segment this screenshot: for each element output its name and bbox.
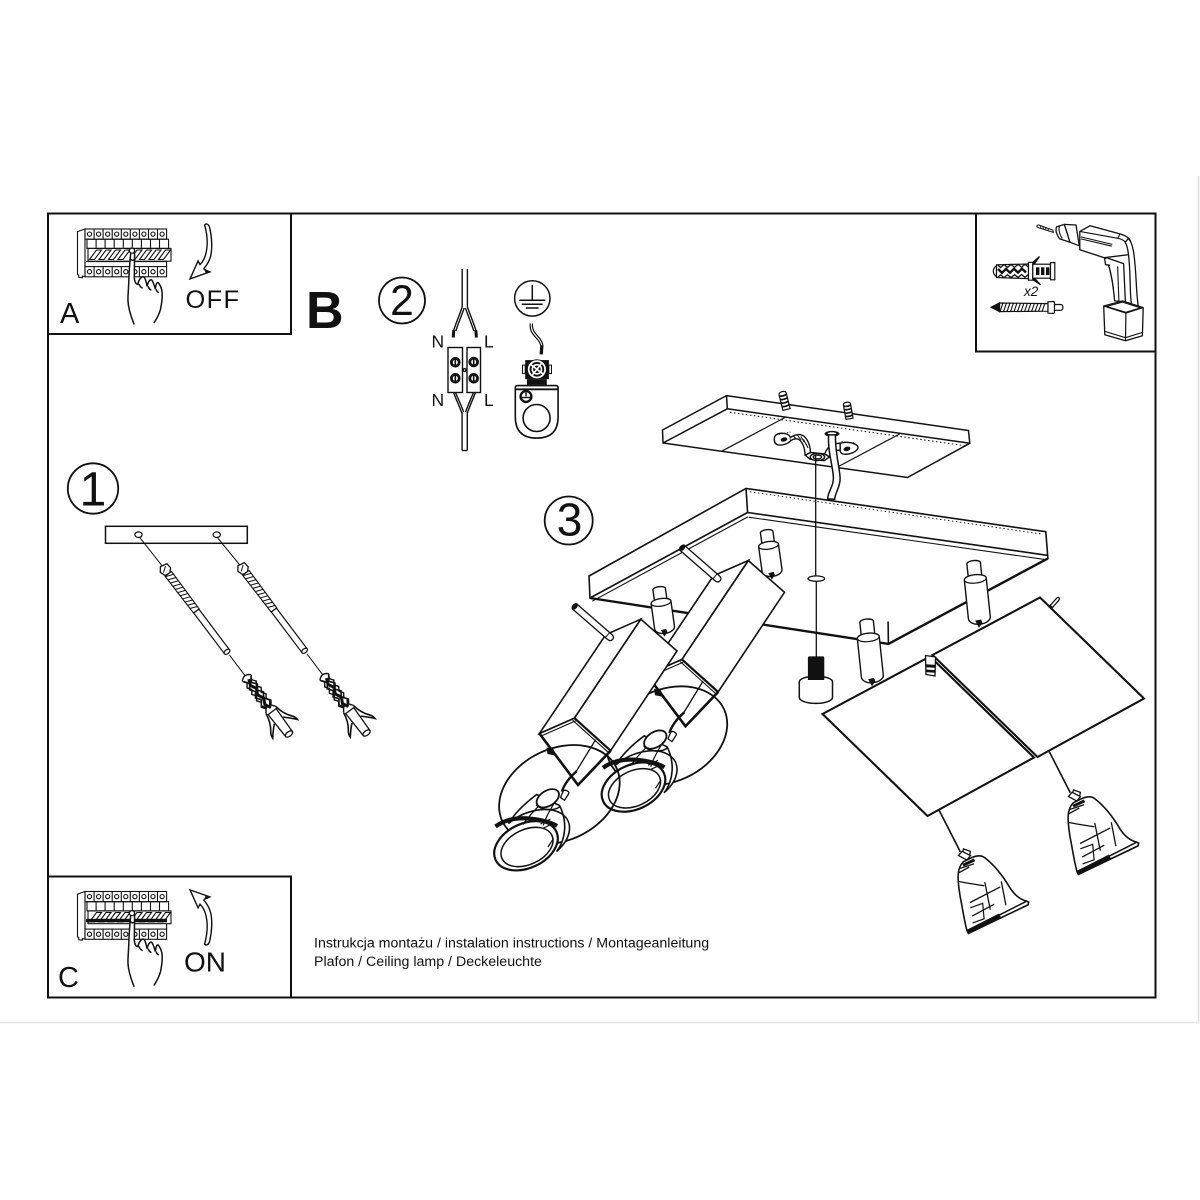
svg-text:1: 1	[80, 463, 107, 516]
svg-text:A: A	[60, 298, 80, 330]
svg-text:2: 2	[390, 278, 414, 325]
svg-text:3: 3	[557, 493, 583, 545]
svg-text:L: L	[484, 332, 494, 352]
svg-text:B: B	[306, 282, 344, 340]
svg-text:L: L	[484, 390, 494, 410]
svg-text:N: N	[432, 332, 445, 352]
svg-text:Plafon / Ceiling lamp / Deckel: Plafon / Ceiling lamp / Deckeleuchte	[314, 954, 542, 970]
svg-text:x2: x2	[1023, 284, 1039, 299]
svg-text:Instrukcja montażu / instalati: Instrukcja montażu / instalation instruc…	[314, 936, 709, 952]
svg-text:N: N	[432, 390, 445, 410]
svg-text:OFF: OFF	[186, 286, 241, 314]
svg-text:C: C	[58, 962, 79, 994]
svg-text:ON: ON	[184, 947, 226, 978]
